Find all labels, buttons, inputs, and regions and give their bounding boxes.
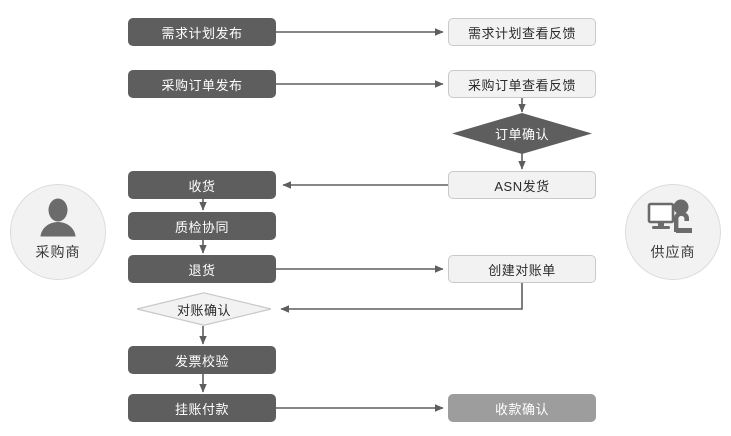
node-order-confirm[interactable]: 订单确认 [452, 113, 592, 154]
actor-buyer-label: 采购商 [35, 244, 81, 260]
node-return-goods[interactable]: 退货 [128, 255, 276, 283]
node-reconcile-confirm[interactable]: 对账确认 [136, 292, 272, 326]
diamond-shape-light [136, 292, 272, 326]
node-demand-plan-feedback[interactable]: 需求计划查看反馈 [448, 18, 596, 46]
actor-supplier-label: 供应商 [650, 244, 696, 260]
node-demand-plan-publish[interactable]: 需求计划发布 [128, 18, 276, 46]
person-computer-icon [647, 199, 692, 233]
node-po-publish[interactable]: 采购订单发布 [128, 70, 276, 98]
diamond-shape-dark [452, 113, 592, 154]
actor-buyer[interactable]: 采购商 [10, 184, 106, 280]
node-create-statement[interactable]: 创建对账单 [448, 255, 596, 283]
node-asn-ship[interactable]: ASN发货 [448, 171, 596, 199]
node-receive-goods[interactable]: 收货 [128, 171, 276, 199]
person-icon [40, 198, 76, 237]
edge-create-statement-to-reconcile-confirm [280, 283, 523, 313]
node-receipt-confirm[interactable]: 收款确认 [448, 394, 596, 422]
node-order-confirm-label: 订单确认 [494, 127, 549, 142]
node-po-feedback[interactable]: 采购订单查看反馈 [448, 70, 596, 98]
node-payable-payment[interactable]: 挂账付款 [128, 394, 276, 422]
actor-supplier[interactable]: 供应商 [625, 184, 721, 280]
node-reconcile-confirm-label: 对账确认 [176, 302, 231, 318]
node-invoice-verify[interactable]: 发票校验 [128, 346, 276, 374]
node-qc-collab[interactable]: 质检协同 [128, 212, 276, 240]
